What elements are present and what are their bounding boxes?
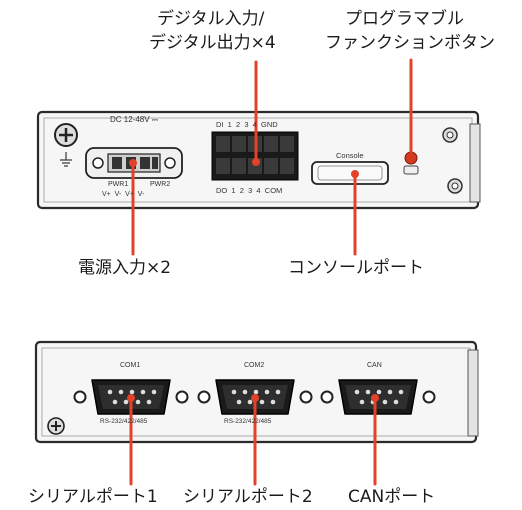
can-label: CAN [367, 362, 382, 369]
callout-power-input: 電源入力×2 [78, 258, 172, 278]
com2-db9 [197, 379, 313, 415]
di-row-label: DI 1 2 3 4 GND [216, 120, 278, 129]
bottom-leader-lines [129, 398, 377, 486]
top-panel-screw-bottom-right [447, 178, 463, 194]
bottom-ground-screw [47, 417, 65, 435]
callout-prog-button-line1: プログラマブル [345, 9, 464, 29]
com1-spec-label: RS-232/422/485 [100, 418, 148, 425]
do-row-label: DO 1 2 3 4 COM [216, 186, 283, 195]
callout-console-port: コンソールポート [288, 258, 424, 278]
callout-can-port: CANポート [348, 487, 436, 507]
ground-screw [54, 123, 78, 147]
com2-label: COM2 [244, 362, 265, 369]
console-label: Console [336, 151, 364, 160]
com1-label: COM1 [120, 362, 141, 369]
pwr2-label: PWR2 [150, 181, 171, 188]
dio-leader-dot [252, 158, 260, 166]
callout-digital-io-line2: デジタル出力×4 [149, 33, 276, 53]
top-panel-screw-right [442, 127, 458, 143]
callout-prog-button-line2: ファンクションボタン [325, 33, 495, 53]
com1-db9 [73, 379, 189, 415]
power-leader-dot [129, 159, 137, 167]
callout-serial-port-2: シリアルポート2 [183, 487, 313, 507]
can-db9 [320, 379, 436, 415]
console-port-shape [311, 161, 389, 185]
pwr1-label: PWR1 [108, 181, 129, 188]
dc-input-label: DC 12-48V ⎓ [110, 115, 159, 124]
top-panel-right-rail [469, 123, 481, 203]
ground-icon [60, 152, 72, 167]
console-leader-dot [351, 170, 359, 178]
bottom-panel [34, 340, 479, 444]
callout-digital-io-line1: デジタル入力/ [157, 9, 265, 29]
callout-serial-port-1: シリアルポート1 [28, 487, 158, 507]
com2-spec-label: RS-232/422/485 [224, 418, 272, 425]
can-leader-dot [371, 394, 379, 402]
top-leader-lines [131, 58, 413, 256]
com1-leader-dot [127, 394, 135, 402]
power-terminal [85, 147, 183, 179]
bottom-panel-right-rail [467, 349, 479, 437]
com2-leader-dot [251, 394, 259, 402]
pwr-pins-label: V+ V- V+ V- [102, 191, 145, 198]
top-panel [36, 110, 481, 210]
